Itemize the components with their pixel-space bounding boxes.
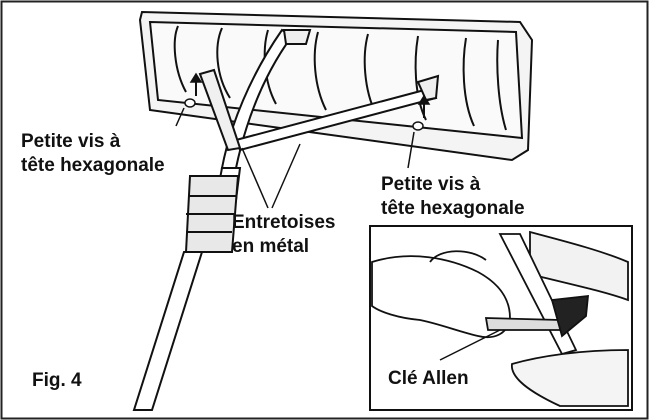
- label-small-hex-screw-right-line1: Petite vis à: [381, 174, 481, 195]
- rake-handle: [132, 28, 312, 411]
- label-small-hex-screw-left-line2: tête hexagonale: [21, 155, 165, 176]
- label-small-hex-screw-left-line1: Petite vis à: [21, 131, 121, 152]
- label-allen-key: Clé Allen: [388, 368, 469, 389]
- label-metal-spacers-line2: en métal: [232, 236, 310, 257]
- metal-spacer-bar: [198, 68, 440, 152]
- label-metal-spacers-line1: Entretoises: [232, 212, 336, 233]
- screw-left: [184, 72, 203, 108]
- inset-detail: [369, 225, 633, 411]
- figure-number: Fig. 4: [32, 370, 82, 391]
- leader-lines: [175, 107, 415, 209]
- label-small-hex-screw-right-line2: tête hexagonale: [381, 198, 525, 219]
- screw-right: [412, 94, 431, 131]
- rake-head: [138, 10, 534, 162]
